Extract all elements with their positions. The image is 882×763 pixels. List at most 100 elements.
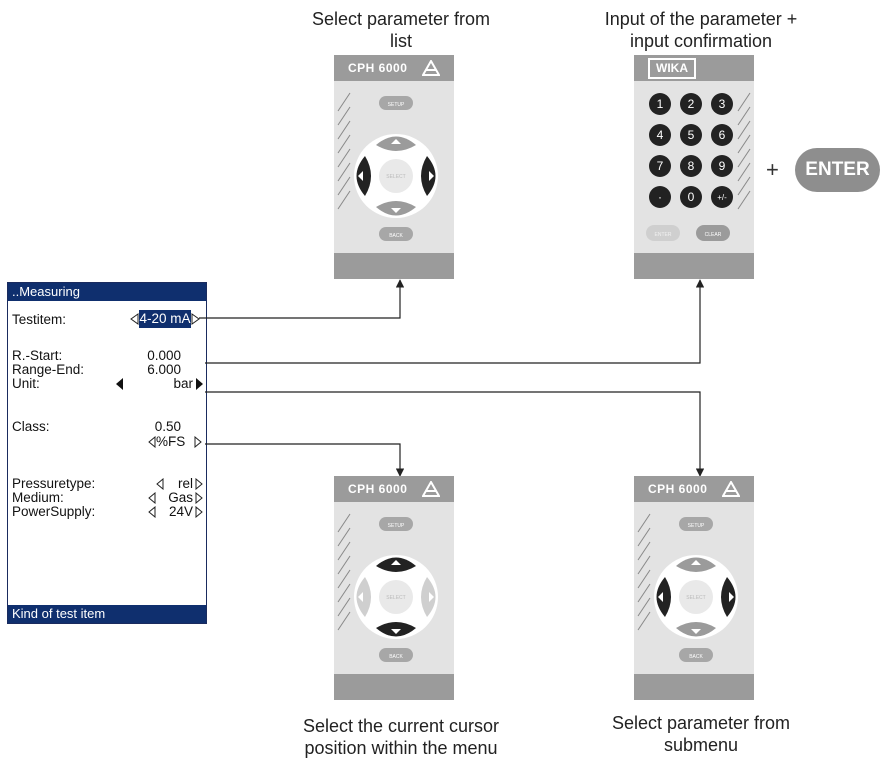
device-keypad-graphic: SETUP SELECT BACK bbox=[337, 513, 438, 662]
caption-line: submenu bbox=[663, 735, 739, 755]
brand-triangle-icon bbox=[722, 481, 740, 497]
back-button[interactable] bbox=[679, 648, 713, 662]
unit-right-arrow-icon[interactable] bbox=[196, 378, 204, 390]
key-label: 7 bbox=[657, 159, 664, 173]
class-right-arrow-icon[interactable] bbox=[194, 436, 202, 448]
key-label: · bbox=[658, 190, 662, 204]
setup-button[interactable] bbox=[379, 96, 413, 110]
key-label: 5 bbox=[688, 128, 695, 142]
brand-triangle-icon bbox=[422, 60, 440, 76]
key-dot[interactable] bbox=[649, 186, 671, 208]
left-button[interactable] bbox=[656, 577, 672, 617]
wika-logo: WIKA bbox=[648, 58, 696, 79]
plus-sign: + bbox=[766, 157, 779, 182]
connector-unit bbox=[205, 391, 705, 477]
testitem-label: Testitem: bbox=[12, 312, 67, 327]
device-keypad-graphic: SETUP SELECT BACK bbox=[337, 92, 438, 241]
unit-left-arrow-icon[interactable] bbox=[116, 378, 124, 390]
key-label: 3 bbox=[719, 97, 726, 111]
setup-label: SETUP bbox=[388, 102, 405, 108]
key-2[interactable] bbox=[680, 93, 702, 115]
back-button[interactable] bbox=[379, 227, 413, 241]
rstart-label: R.-Start: bbox=[12, 348, 63, 363]
key-3[interactable] bbox=[711, 93, 733, 115]
rangeend-value: 6.000 bbox=[147, 362, 181, 377]
device-select-list: CPH 6000 SETUP SELECT BACK bbox=[334, 55, 454, 279]
caption-line: list bbox=[390, 31, 412, 51]
powersupply-left-arrow-icon[interactable] bbox=[148, 506, 156, 518]
screen-footer: Kind of test item bbox=[8, 605, 206, 623]
powersupply-value: 24V bbox=[168, 504, 193, 519]
caption-line: input confirmation bbox=[629, 31, 773, 51]
key-6[interactable] bbox=[711, 124, 733, 146]
key-label: 4 bbox=[657, 128, 664, 142]
testitem-highlight bbox=[139, 310, 191, 328]
back-label: BACK bbox=[689, 654, 703, 660]
key-label: +/- bbox=[717, 193, 727, 202]
select-label: SELECT bbox=[686, 595, 705, 601]
key-1[interactable] bbox=[649, 93, 671, 115]
screen-header: ..Measuring bbox=[8, 283, 206, 301]
right-button[interactable] bbox=[421, 156, 436, 196]
testitem-selector[interactable]: 4-20 mA bbox=[130, 310, 200, 328]
enter-button[interactable]: ENTER bbox=[795, 148, 880, 192]
select-button[interactable] bbox=[679, 580, 713, 614]
device-select-submenu: CPH 6000 SETUP SELECT BACK bbox=[634, 476, 754, 700]
medium-right-arrow-icon[interactable] bbox=[195, 492, 203, 504]
powersupply-right-arrow-icon[interactable] bbox=[195, 506, 203, 518]
key-5[interactable] bbox=[680, 124, 702, 146]
caption-bottom-left: Select the current cursor position withi… bbox=[270, 715, 532, 759]
key-label: 2 bbox=[688, 97, 695, 111]
select-label: SELECT bbox=[386, 174, 405, 180]
right-button[interactable] bbox=[421, 577, 436, 617]
testitem-value: 4-20 mA bbox=[139, 311, 191, 326]
select-label: SELECT bbox=[386, 595, 405, 601]
setup-button[interactable] bbox=[379, 517, 413, 531]
back-label: BACK bbox=[389, 654, 403, 660]
device-brand: CPH 6000 bbox=[348, 61, 408, 75]
back-button[interactable] bbox=[379, 648, 413, 662]
numeric-keypad-graphic: 1 2 3 4 5 6 7 8 9 · 0 +/- ENTER CLEAR bbox=[646, 92, 751, 241]
pressuretype-right-arrow-icon[interactable] bbox=[195, 478, 203, 490]
caption-top-left: Select parameter from list bbox=[270, 8, 532, 52]
caption-line: Select parameter from bbox=[311, 9, 491, 29]
setup-label: SETUP bbox=[388, 523, 405, 529]
connector-rstart bbox=[205, 279, 705, 364]
key-label: 9 bbox=[719, 159, 726, 173]
pressuretype-left-arrow-icon[interactable] bbox=[156, 478, 164, 490]
keypad-clear-label: CLEAR bbox=[705, 232, 722, 238]
right-button[interactable] bbox=[721, 577, 736, 617]
left-button[interactable] bbox=[356, 156, 372, 196]
key-8[interactable] bbox=[680, 155, 702, 177]
class-left-arrow-icon[interactable] bbox=[148, 436, 156, 448]
medium-value: Gas bbox=[168, 490, 193, 505]
caption-line: Input of the parameter + bbox=[604, 9, 798, 29]
key-4[interactable] bbox=[649, 124, 671, 146]
connector-class bbox=[205, 443, 405, 477]
device-cursor-position: CPH 6000 SETUP SELECT BACK bbox=[334, 476, 454, 700]
setup-button[interactable] bbox=[679, 517, 713, 531]
keypad-enter-button[interactable] bbox=[646, 225, 680, 241]
medium-label: Medium: bbox=[12, 490, 64, 505]
unit-label: Unit: bbox=[12, 376, 40, 391]
select-button[interactable] bbox=[379, 580, 413, 614]
select-button[interactable] bbox=[379, 159, 413, 193]
key-7[interactable] bbox=[649, 155, 671, 177]
keypad-clear-button[interactable] bbox=[696, 225, 730, 241]
class-value: 0.50 bbox=[154, 419, 181, 434]
powersupply-label: PowerSupply: bbox=[12, 504, 96, 519]
pressuretype-value: rel bbox=[177, 476, 193, 491]
unit-value: bar bbox=[173, 376, 193, 391]
left-button[interactable] bbox=[356, 577, 372, 617]
caption-line: Select the current cursor bbox=[302, 716, 500, 736]
key-0[interactable] bbox=[680, 186, 702, 208]
menu-screen: ..Measuring Testitem: 4-20 mA R.-Start: … bbox=[7, 282, 207, 624]
caption-line: Select parameter from bbox=[611, 713, 791, 733]
caption-top-right: Input of the parameter + input confirmat… bbox=[560, 8, 842, 52]
key-plus-minus[interactable] bbox=[711, 186, 733, 208]
class-label: Class: bbox=[12, 419, 50, 434]
medium-left-arrow-icon[interactable] bbox=[148, 492, 156, 504]
brand-triangle-icon bbox=[422, 481, 440, 497]
key-9[interactable] bbox=[711, 155, 733, 177]
